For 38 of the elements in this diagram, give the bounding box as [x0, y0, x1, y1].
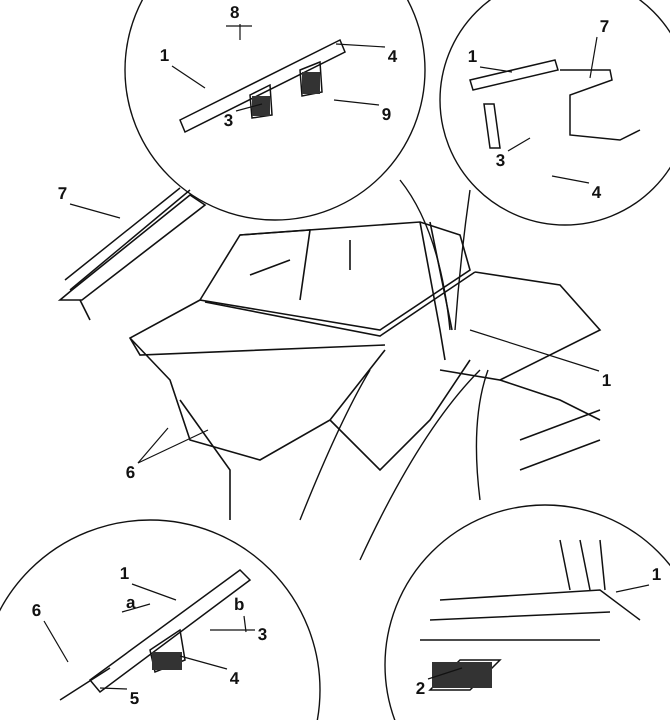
leader-line — [43, 620, 69, 662]
callout-number: 3 — [494, 152, 507, 170]
leader-line — [334, 99, 380, 106]
callout-number: 7 — [598, 18, 611, 36]
callout-number: 5 — [128, 690, 141, 708]
callout-number: 7 — [56, 185, 69, 203]
leader-line — [132, 583, 176, 601]
callout-number: 4 — [386, 48, 399, 66]
dimension-label: 8 — [230, 4, 240, 22]
leader-line — [210, 629, 255, 631]
callout-number: 9 — [380, 106, 393, 124]
callout-number: 1 — [466, 48, 479, 66]
leader-line — [552, 175, 590, 184]
leader-line — [336, 43, 386, 48]
callout-number: 1 — [118, 565, 131, 583]
callout-number: 1 — [600, 372, 613, 390]
callout-number: 6 — [30, 602, 43, 620]
callout-number: 3 — [256, 626, 269, 644]
leader-line — [616, 584, 650, 593]
leader-line — [480, 66, 512, 73]
leader-line — [470, 329, 600, 372]
callout-number: 1 — [650, 566, 663, 584]
leader-line — [138, 428, 168, 464]
callout-number: 4 — [590, 184, 603, 202]
leader-line — [172, 66, 206, 88]
leader-line — [70, 203, 120, 219]
leader-line — [589, 36, 598, 78]
leader-line — [180, 655, 228, 670]
leader-line — [138, 429, 208, 464]
callout-number: 3 — [222, 112, 235, 130]
callout-number: 2 — [414, 680, 427, 698]
callout-number: 4 — [228, 670, 241, 688]
leader-line — [100, 687, 128, 690]
dimension-label: a — [126, 594, 136, 612]
dimension-label: b — [234, 596, 244, 614]
callout-number: 1 — [158, 47, 171, 65]
callout-number: 6 — [124, 464, 137, 482]
leader-line — [508, 137, 530, 152]
